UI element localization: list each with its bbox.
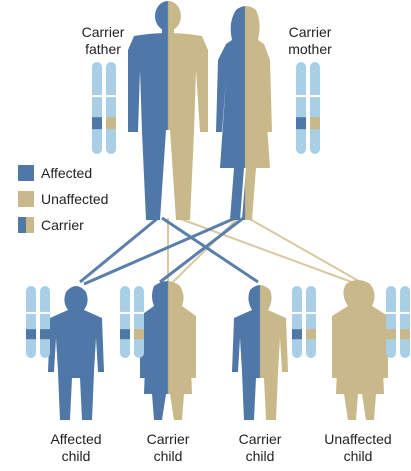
child-label-3: Carrier child <box>212 431 308 465</box>
child-label-2: Carrier child <box>120 431 216 465</box>
inheritance-lines-unaffected <box>168 218 364 284</box>
centromere-mark <box>92 95 102 97</box>
centromere-mark <box>386 312 396 314</box>
child-3-chromosome-pair <box>292 286 316 358</box>
gene-band <box>306 329 316 339</box>
child-4-chromosome-pair <box>386 286 410 358</box>
child-label-3-line2: child <box>212 448 308 465</box>
centromere-mark <box>106 95 116 97</box>
mother-chromosome-pair <box>296 62 320 154</box>
child-1-chromosome-pair <box>26 286 50 358</box>
father-label-line1: Carrier <box>68 24 138 41</box>
child-figure-affected <box>48 286 104 420</box>
child-label-4-line2: child <box>310 448 406 465</box>
gene-band <box>106 117 116 129</box>
centromere-mark <box>306 312 316 314</box>
gene-band <box>40 329 50 339</box>
child-figure-carrier-2 <box>232 285 288 420</box>
mother-figure <box>216 6 272 220</box>
legend-swatch-carrier <box>18 217 34 233</box>
mother-label-line2: mother <box>275 41 345 58</box>
child-label-2-line1: Carrier <box>120 431 216 448</box>
child-figure-unaffected <box>332 280 388 420</box>
gene-band <box>400 329 410 339</box>
centromere-mark <box>40 312 50 314</box>
gene-band <box>92 117 102 129</box>
mother-label-line1: Carrier <box>275 24 345 41</box>
legend <box>18 165 34 233</box>
gene-band <box>134 329 144 339</box>
gene-band <box>296 117 306 129</box>
legend-swatch-unaffected <box>18 191 34 207</box>
child-label-2-line2: child <box>120 448 216 465</box>
child-label-1: Affected child <box>28 431 124 465</box>
gene-band <box>120 329 130 339</box>
child-label-1-line2: child <box>28 448 124 465</box>
centromere-mark <box>400 312 410 314</box>
centromere-mark <box>134 312 144 314</box>
centromere-mark <box>26 312 36 314</box>
child-label-1-line1: Affected <box>28 431 124 448</box>
father-figure <box>128 1 208 220</box>
child-label-3-line1: Carrier <box>212 431 308 448</box>
child-2-chromosome-pair <box>120 286 144 358</box>
father-label-line2: father <box>68 41 138 58</box>
gene-band <box>310 117 320 129</box>
centromere-mark <box>120 312 130 314</box>
legend-label-affected: Affected <box>41 165 92 182</box>
child-label-4: Unaffected child <box>310 431 406 465</box>
child-label-4-line1: Unaffected <box>310 431 406 448</box>
legend-label-unaffected: Unaffected <box>41 191 108 208</box>
gene-band <box>386 329 396 339</box>
centromere-mark <box>292 312 302 314</box>
gene-band <box>26 329 36 339</box>
centromere-mark <box>310 95 320 97</box>
father-chromosome-pair <box>92 62 116 154</box>
mother-label: Carrier mother <box>275 24 345 58</box>
father-label: Carrier father <box>68 24 138 58</box>
gene-band <box>292 329 302 339</box>
centromere-mark <box>296 95 306 97</box>
legend-label-carrier: Carrier <box>41 217 84 234</box>
child-figure-carrier-1 <box>140 281 196 420</box>
legend-swatch-affected <box>18 165 34 181</box>
